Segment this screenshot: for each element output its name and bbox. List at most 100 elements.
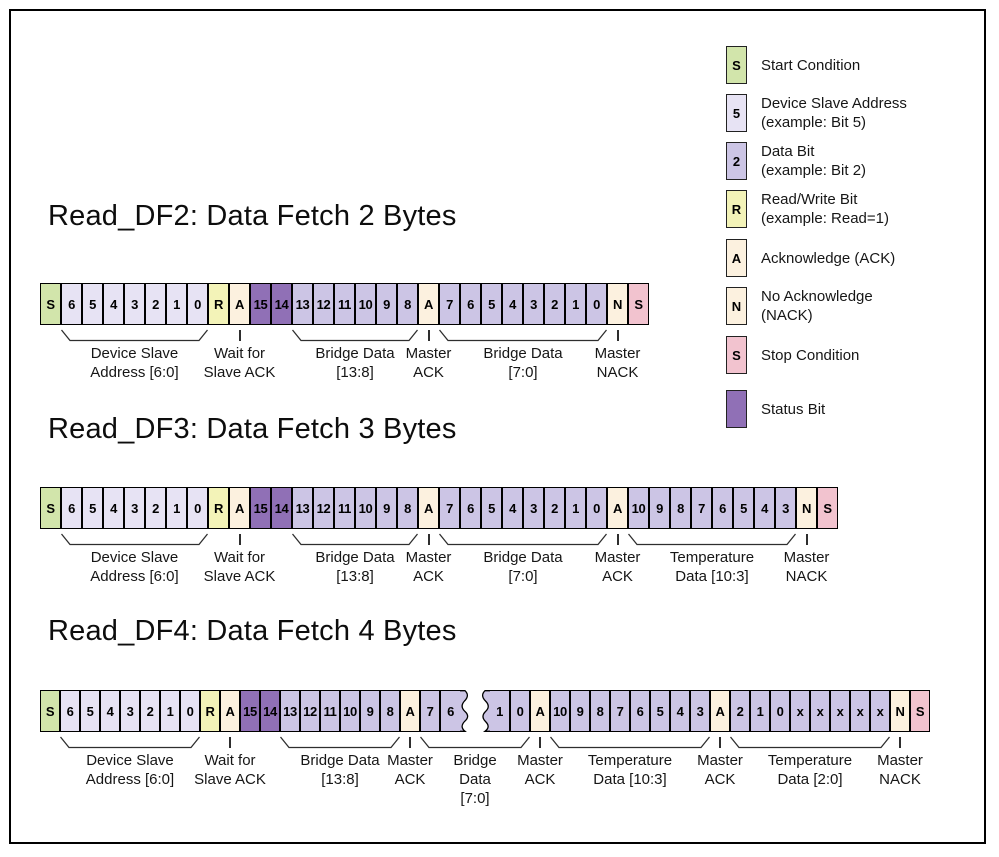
bit-cell-ack-A: A xyxy=(229,283,250,325)
bit-cell-addr-3: 3 xyxy=(124,487,145,529)
bit-cell-addr-5: 5 xyxy=(80,690,100,732)
legend-label: No Acknowledge (NACK) xyxy=(761,288,873,324)
bit-cell-data-12: 12 xyxy=(300,690,320,732)
bit-cell-stop-S: S xyxy=(910,690,930,732)
bit-cell-data-3: 3 xyxy=(523,487,544,529)
bit-cell-addr-4: 4 xyxy=(103,487,124,529)
bit-cell-ack-A: A xyxy=(220,690,240,732)
group-label: Temperature Data [10:3] xyxy=(587,752,673,788)
bit-cell-data-11: 11 xyxy=(334,283,355,325)
bit-cell-data-7: 7 xyxy=(439,487,460,529)
bit-cell-addr-2: 2 xyxy=(145,487,166,529)
bit-cell-data-2: 2 xyxy=(544,487,565,529)
brace xyxy=(439,329,607,342)
bit-cell-addr-3: 3 xyxy=(124,283,145,325)
sequence-break xyxy=(460,690,490,732)
bit-cell-addr-4: 4 xyxy=(100,690,120,732)
bit-cell-data-13: 13 xyxy=(292,487,313,529)
bit-cell-data-4: 4 xyxy=(502,283,523,325)
legend-label: Read/Write Bit (example: Read=1) xyxy=(761,191,889,227)
tick-line xyxy=(719,737,721,748)
group-label: Wait for Slave ACK xyxy=(203,345,276,381)
tick-line xyxy=(229,737,231,748)
bit-cell-ack-N: N xyxy=(796,487,817,529)
group-label: Master ACK xyxy=(387,752,433,788)
brace xyxy=(60,736,200,749)
brace xyxy=(61,329,208,342)
bit-cell-data-6: 6 xyxy=(712,487,733,529)
bit-cell-data-3: 3 xyxy=(775,487,796,529)
group-label: Temperature Data [2:0] xyxy=(767,752,853,788)
bit-cell-status-14: 14 xyxy=(271,487,292,529)
bit-cell-data-6: 6 xyxy=(460,487,481,529)
bit-cell-addr-2: 2 xyxy=(140,690,160,732)
section-title-read-df4: Read_DF4: Data Fetch 4 Bytes xyxy=(48,615,457,647)
tick-line xyxy=(616,534,619,545)
group-label: Master ACK xyxy=(517,752,563,788)
bit-cell-addr-0: 0 xyxy=(187,283,208,325)
bit-cell-addr-5: 5 xyxy=(82,283,103,325)
torn-edge-right xyxy=(481,690,490,732)
bit-cell-data-x: x xyxy=(870,690,890,732)
bit-cell-ack-A: A xyxy=(418,487,439,529)
tick-line xyxy=(427,534,430,545)
group-label: Device Slave Address [6:0] xyxy=(90,345,179,381)
bit-cell-data-7: 7 xyxy=(420,690,440,732)
brace xyxy=(439,533,607,546)
section-title-read-df2: Read_DF2: Data Fetch 2 Bytes xyxy=(48,200,457,232)
bit-cell-ack-N: N xyxy=(607,283,628,325)
bit-cell-data-3: 3 xyxy=(523,283,544,325)
group-label: Master NACK xyxy=(594,345,641,381)
group-label: Master ACK xyxy=(697,752,743,788)
bit-cell-addr-1: 1 xyxy=(166,283,187,325)
bit-cell-data-3: 3 xyxy=(690,690,710,732)
tick-line xyxy=(238,330,241,341)
section-title-read-df3: Read_DF3: Data Fetch 3 Bytes xyxy=(48,413,457,445)
legend-item-ack: A Acknowledge (ACK) xyxy=(726,239,895,277)
tick-line xyxy=(616,330,619,341)
bit-cell-ack-N: N xyxy=(890,690,910,732)
group-label: Bridge Data [7:0] xyxy=(483,345,563,381)
group-label: Master ACK xyxy=(405,549,452,585)
bit-cell-stop-S: S xyxy=(817,487,838,529)
bit-cell-addr-3: 3 xyxy=(120,690,140,732)
legend-label: Acknowledge (ACK) xyxy=(761,249,896,267)
group-label: Bridge Data [13:8] xyxy=(315,549,395,585)
bit-cell-addr-6: 6 xyxy=(61,487,82,529)
bit-cell-data-10: 10 xyxy=(550,690,570,732)
legend-swatch-start: S xyxy=(726,46,747,84)
group-label: Bridge Data [13:8] xyxy=(300,752,380,788)
bit-cell-status-14: 14 xyxy=(271,283,292,325)
tick-line xyxy=(238,534,241,545)
bit-cell-rw-R: R xyxy=(208,283,229,325)
bit-cell-rw-R: R xyxy=(200,690,220,732)
bit-cell-data-2: 2 xyxy=(544,283,565,325)
bit-cell-data-6: 6 xyxy=(630,690,650,732)
bit-cell-data-8: 8 xyxy=(670,487,691,529)
bit-cell-data-1: 1 xyxy=(750,690,770,732)
group-label: Bridge Data [7:0] xyxy=(483,549,563,585)
group-label: Master ACK xyxy=(594,549,641,585)
bit-cell-data-11: 11 xyxy=(334,487,355,529)
bit-cell-ack-A: A xyxy=(607,487,628,529)
group-label: Master NACK xyxy=(783,549,830,585)
group-label: Wait for Slave ACK xyxy=(194,752,266,788)
bit-cell-data-9: 9 xyxy=(360,690,380,732)
bit-cell-addr-1: 1 xyxy=(160,690,180,732)
bit-cell-data-0: 0 xyxy=(770,690,790,732)
group-label: Wait for Slave ACK xyxy=(203,549,276,585)
bit-cell-addr-2: 2 xyxy=(145,283,166,325)
legend-swatch-addr: 5 xyxy=(726,94,747,132)
bit-cell-data-4: 4 xyxy=(754,487,775,529)
bit-cell-data-2: 2 xyxy=(730,690,750,732)
legend-swatch-ack: A xyxy=(726,239,747,277)
group-label: Bridge Data [7:0] xyxy=(453,752,497,807)
torn-edge-left xyxy=(460,690,469,732)
